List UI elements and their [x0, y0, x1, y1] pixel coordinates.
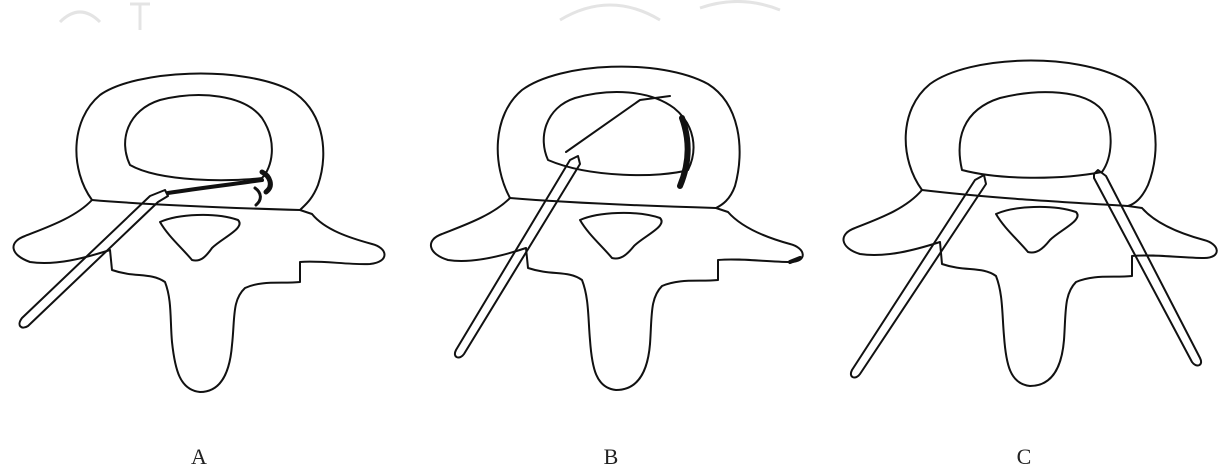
- posterior-elements: [431, 198, 803, 390]
- nucleus-outline: [960, 92, 1111, 178]
- panel-a-drawing: [14, 74, 385, 392]
- watermark: [60, 1, 780, 30]
- nucleus-outline: [544, 92, 694, 175]
- posterior-elements: [844, 190, 1217, 386]
- spinal-canal: [580, 213, 662, 259]
- spinal-canal: [160, 215, 240, 261]
- vertebral-body-outline: [498, 67, 740, 208]
- panel-label-a: A: [179, 446, 219, 468]
- needle-a: [20, 190, 168, 328]
- needle-b: [455, 156, 580, 357]
- panel-b-drawing: [431, 67, 803, 390]
- nucleus-outline: [125, 95, 272, 180]
- panel-label-c: C: [1004, 446, 1044, 468]
- needle-c-right: [1094, 170, 1201, 365]
- posterior-elements: [14, 200, 385, 392]
- vertebral-body-outline: [906, 61, 1156, 206]
- needle-c-left: [851, 175, 986, 377]
- panel-label-b: B: [591, 446, 631, 468]
- spinal-canal: [996, 207, 1078, 253]
- panel-c-drawing: [844, 61, 1217, 386]
